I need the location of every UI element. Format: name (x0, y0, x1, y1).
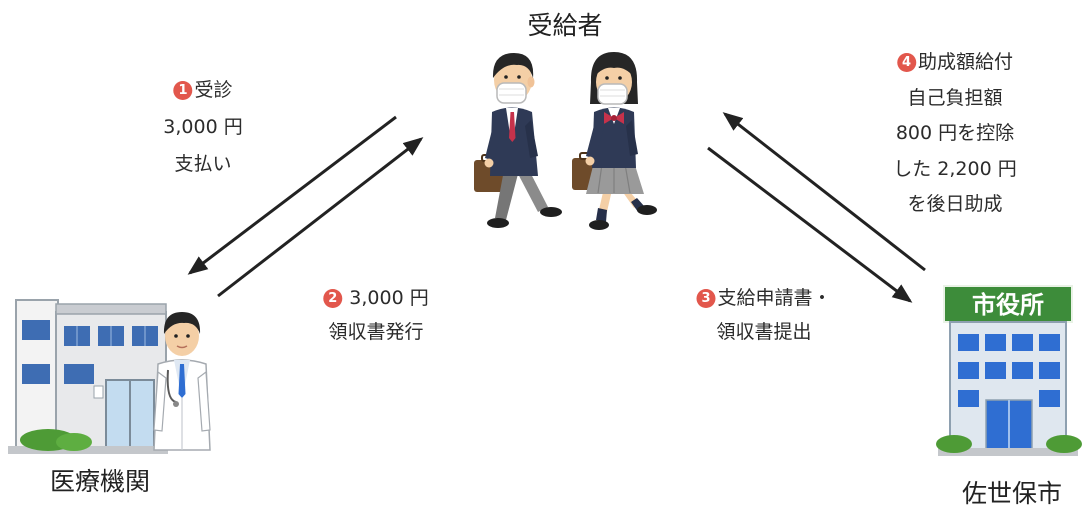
step-4-line: 800 円を控除 (895, 122, 1015, 144)
medical-institution-label: 医療機関 (49, 467, 151, 496)
step-2-line: 領収書発行 (328, 321, 424, 343)
step-1-title: 受診 (194, 79, 233, 101)
hospital-illustration (8, 299, 211, 454)
boy-student-icon (474, 53, 562, 228)
step-1-line: 3,000 円 (163, 116, 243, 138)
city-hall-illustration: 市役所 (936, 285, 1082, 456)
step-4-title: 助成額給付 (917, 51, 1014, 73)
step-4-line: した 2,200 円 (893, 157, 1017, 180)
step-1-line: 支払い (174, 153, 232, 175)
step-4-badge: 4 (896, 53, 916, 72)
step-4-line: を後日助成 (907, 193, 1003, 215)
step-1-badge: 1 (173, 81, 193, 100)
city-hall-sign: 市役所 (972, 291, 1044, 319)
recipient-label: 受給者 (527, 11, 603, 40)
city-label: 佐世保市 (961, 479, 1063, 508)
step-3-line: 領収書提出 (716, 321, 812, 343)
arrow-recipient-to-city (707, 146, 913, 303)
students-illustration (474, 52, 657, 230)
hospital-building-icon (8, 299, 168, 454)
step-2-text: 2 3,000 円 領収書発行 (323, 281, 429, 349)
doctor-icon (153, 312, 211, 451)
girl-student-icon (572, 52, 657, 230)
step-2-title: 3,000 円 (349, 287, 429, 309)
arrow-hospital-to-recipient (217, 137, 424, 298)
step-3-title: 支給申請書・ (717, 287, 832, 309)
step-3-badge: 3 (696, 289, 716, 308)
step-2-badge: 2 (323, 289, 343, 308)
city-hall-building-icon: 市役所 (936, 285, 1082, 456)
step-4-line: 自己負担額 (907, 86, 1003, 109)
